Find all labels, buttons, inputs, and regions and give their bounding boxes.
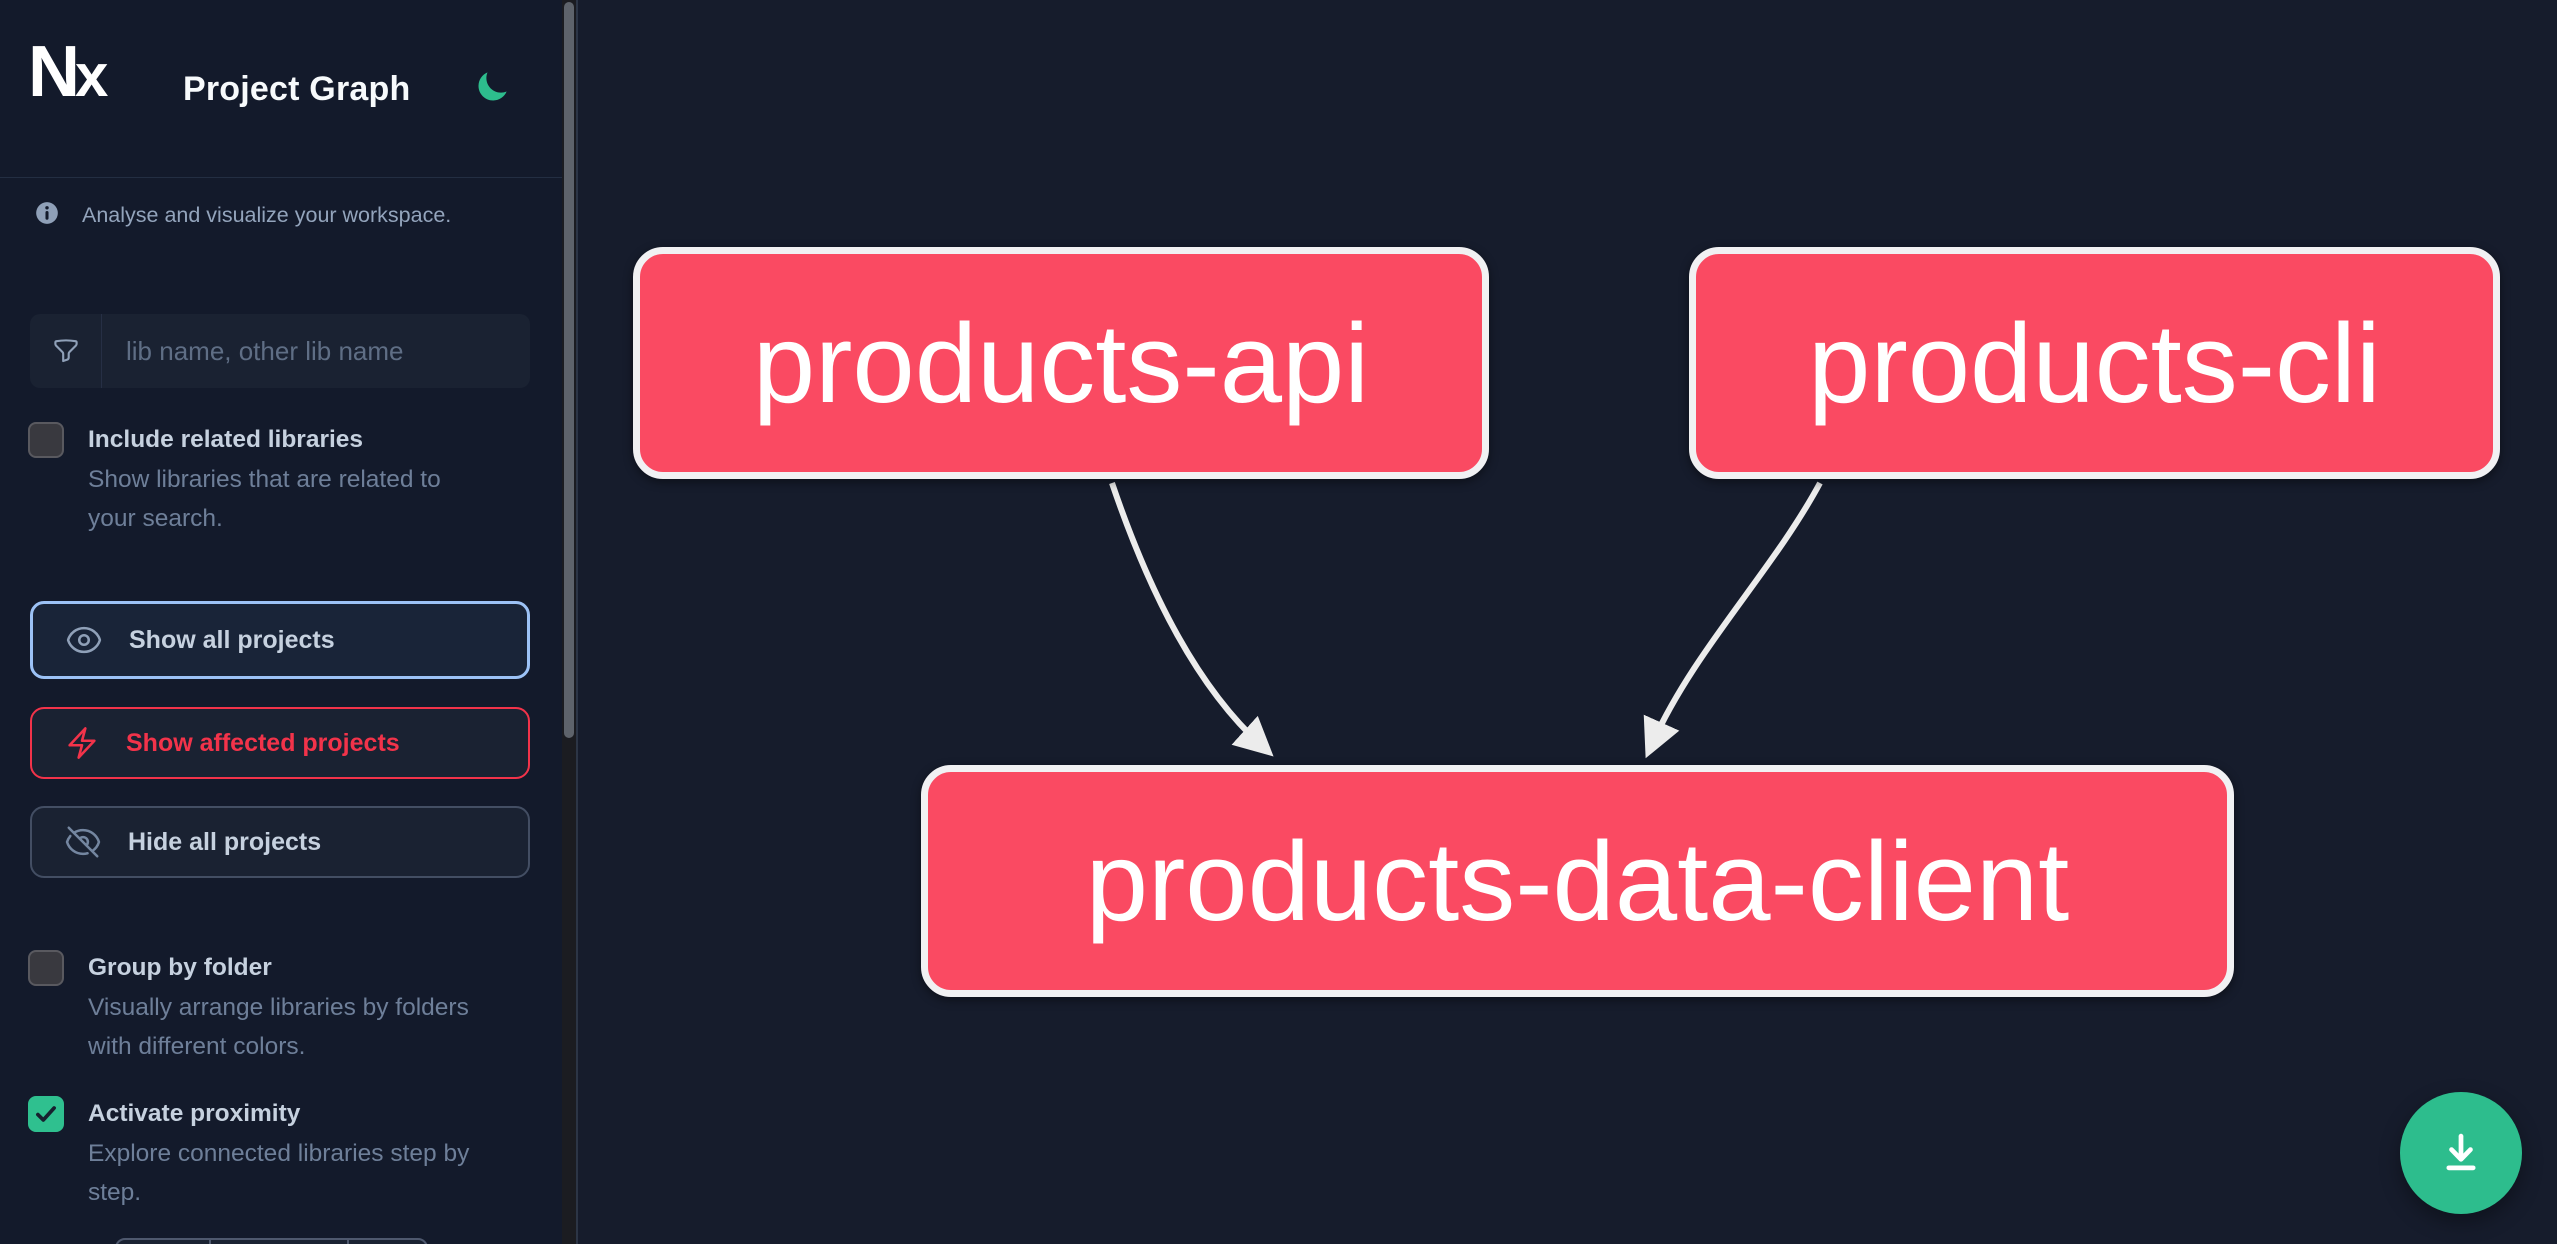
edge-products-api-to-products-data-client[interactable] <box>1109 482 1274 757</box>
eye-off-icon <box>64 823 102 861</box>
toggle-label: Include related libraries <box>88 426 364 453</box>
activate-proximity-checkbox[interactable] <box>28 1096 64 1132</box>
proximity-stepper[interactable] <box>115 1238 428 1244</box>
toggle-label: Activate proximity <box>88 1100 301 1127</box>
graph-node-products-cli[interactable]: products-cli <box>1689 247 2500 479</box>
graph-node-products-data-client[interactable]: products-data-client <box>921 765 2234 997</box>
stepper-segment[interactable] <box>117 1240 212 1244</box>
moon-icon <box>474 69 510 108</box>
tagline-text: Analyse and visualize your workspace. <box>82 203 452 227</box>
show-affected-projects-label: Show affected projects <box>126 728 400 757</box>
theme-toggle-button[interactable] <box>470 66 514 110</box>
group-by-folder-checkbox[interactable] <box>28 950 64 986</box>
hide-all-projects-button[interactable]: Hide all projects <box>30 806 530 878</box>
toggle-label: Group by folder <box>88 954 272 981</box>
toggle-group-by-folder: Group by folder Visually arrange librari… <box>28 948 480 1066</box>
eye-icon <box>65 621 103 659</box>
sidebar-canvas-divider <box>576 0 578 1244</box>
funnel-icon <box>30 314 102 388</box>
toggle-description: Visually arrange libraries by folders wi… <box>88 994 469 1060</box>
nx-logo[interactable]: Nx <box>28 36 108 109</box>
show-all-projects-button[interactable]: Show all projects <box>30 601 530 679</box>
sidebar: Nx Project Graph Analyse and visualize y… <box>0 0 562 1244</box>
show-all-projects-label: Show all projects <box>129 625 335 654</box>
sidebar-scrollbar[interactable] <box>562 0 576 1244</box>
graph-node-products-api[interactable]: products-api <box>633 247 1489 479</box>
check-icon <box>33 1101 59 1127</box>
toggle-description: Explore connected libraries step by step… <box>88 1140 470 1206</box>
tagline-row: Analyse and visualize your workspace. <box>34 200 451 231</box>
edge-products-cli-to-products-data-client[interactable] <box>1643 481 1823 759</box>
info-icon <box>34 200 60 231</box>
bolt-icon <box>64 725 100 761</box>
sidebar-header: Nx Project Graph <box>0 0 562 178</box>
include-related-checkbox[interactable] <box>28 422 64 458</box>
stepper-segment[interactable] <box>349 1240 426 1244</box>
search-input[interactable] <box>102 314 530 388</box>
stepper-segment[interactable] <box>211 1240 349 1244</box>
page-title: Project Graph <box>183 70 411 108</box>
hide-all-projects-label: Hide all projects <box>128 827 322 856</box>
toggle-include-related-libraries: Include related libraries Show libraries… <box>28 420 480 538</box>
search-box <box>30 314 530 388</box>
download-icon <box>2434 1126 2488 1180</box>
graph-canvas[interactable] <box>578 0 2557 1244</box>
nx-logo-x: x <box>75 42 108 109</box>
toggle-description: Show libraries that are related to your … <box>88 466 441 532</box>
nx-logo-n: N <box>28 32 80 112</box>
show-affected-projects-button[interactable]: Show affected projects <box>30 707 530 779</box>
toggle-activate-proximity: Activate proximity Explore connected lib… <box>28 1094 480 1212</box>
scrollbar-thumb[interactable] <box>564 2 574 738</box>
download-button[interactable] <box>2400 1092 2522 1214</box>
